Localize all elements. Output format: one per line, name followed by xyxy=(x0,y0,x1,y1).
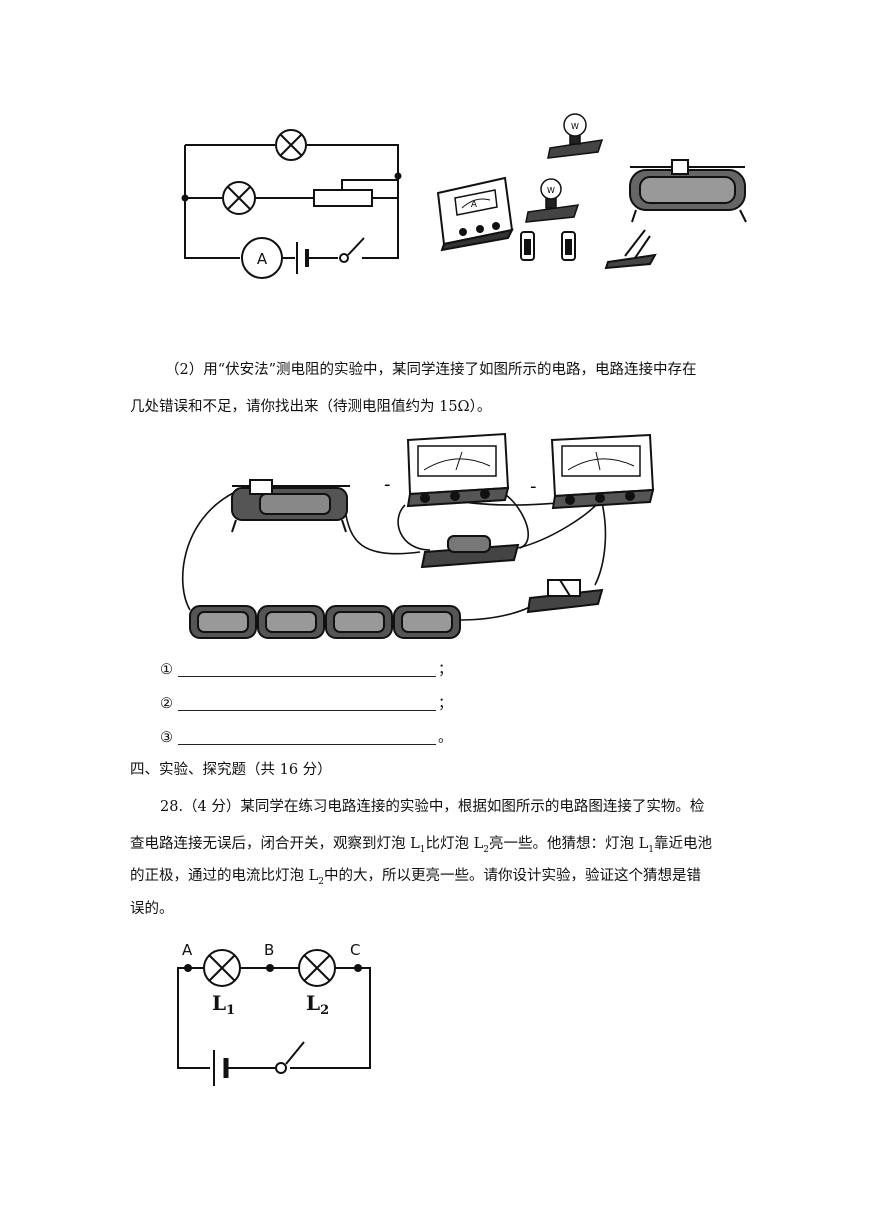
question2-line1: （2）用“伏安法”测电阻的实验中，某同学连接了如图所示的电路，电路连接中存在 xyxy=(165,362,697,378)
switch-device xyxy=(604,229,657,270)
node-label-a: A xyxy=(182,941,193,959)
answer-end-1: ； xyxy=(438,662,453,678)
answer-marker-3: ③ xyxy=(160,730,173,746)
answer-end-3: 。 xyxy=(438,730,453,746)
ammeter-minus-sign: - xyxy=(530,476,537,497)
meter-dial-letter: A xyxy=(471,200,478,210)
rheostat-device xyxy=(629,159,747,223)
section4-heading: 四、实验、探究题（共 16 分） xyxy=(130,762,332,778)
question28-line4: 误的。 xyxy=(130,901,174,917)
bulb-stand-middle xyxy=(525,178,580,223)
answer-blank-2[interactable] xyxy=(178,710,436,711)
battery-pack xyxy=(189,605,461,639)
bulb-top-label: W xyxy=(571,122,579,131)
question2-line2: 几处错误和不足，请你找出来（待测电阻值约为 15Ω）。 xyxy=(130,399,492,415)
lamp-l2-label: L2 xyxy=(306,991,329,1018)
answer-marker-2: ② xyxy=(160,696,173,712)
ammeter-device xyxy=(436,176,514,252)
answer-blank-3[interactable] xyxy=(178,744,436,745)
switch-device-2 xyxy=(526,579,604,614)
apparatus-illustration-1: A W W xyxy=(436,113,747,270)
voltmeter-minus-sign: - xyxy=(384,474,391,495)
question28-line3: 的正极，通过的电流比灯泡 L2中的大，所以更亮一些。请你设计实验，验证这个猜想是… xyxy=(130,868,701,887)
lamp-l1-label: L1 xyxy=(212,991,235,1018)
answer-end-2: ； xyxy=(438,696,453,712)
bulb-mid-label: W xyxy=(547,186,555,195)
question28-line2: 查电路连接无误后，闭合开关，观察到灯泡 L1比灯泡 L2亮一些。他猜想：灯泡 L… xyxy=(130,836,712,855)
ammeter-device-2 xyxy=(550,433,655,510)
schematic-diagram-1: A xyxy=(181,129,402,279)
answer-blank-1[interactable] xyxy=(178,676,436,677)
node-label-b: B xyxy=(264,941,274,959)
node-label-c: C xyxy=(350,941,360,959)
voltmeter-device xyxy=(406,432,510,508)
resistor-device xyxy=(420,535,520,569)
battery-cells xyxy=(520,231,576,261)
question28-line1: 28.（4 分）某同学在练习电路连接的实验中，根据如图所示的电路图连接了实物。检 xyxy=(160,799,705,815)
answer-marker-1: ① xyxy=(160,662,173,678)
ammeter-symbol-label: A xyxy=(257,250,268,268)
apparatus-illustration-2: - - xyxy=(181,432,655,639)
rheostat-device-2 xyxy=(231,479,350,533)
bulb-stand-top xyxy=(547,113,604,159)
